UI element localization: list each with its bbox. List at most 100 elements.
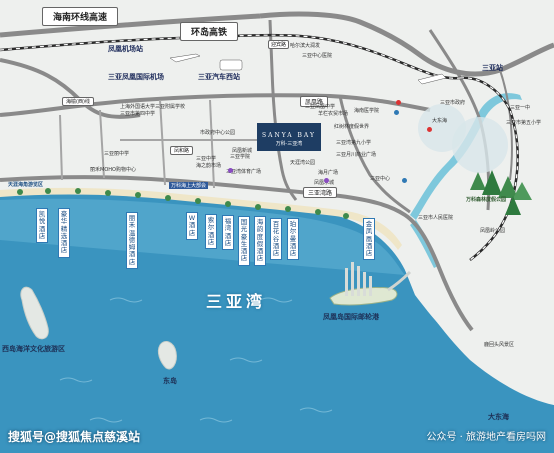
phoenix-road [0, 93, 431, 117]
tower [351, 262, 354, 296]
watermark-left: 搜狐号@搜狐焦点慈溪站 [8, 430, 141, 444]
beach [0, 187, 402, 250]
yingbin-road [338, 95, 411, 214]
palm-row [17, 188, 349, 219]
hill-tree [482, 170, 502, 195]
station-bus-west[interactable]: 三亚汽车西站 [198, 73, 240, 81]
poi-label: 三亚湾体育广场 [226, 169, 262, 175]
tag-project-nearby: 万科海上大部会 [169, 182, 209, 189]
poi-label: 三亚中学 [196, 156, 217, 162]
poi-label: 凤凰新城 [232, 148, 253, 154]
road-label-rail: 环岛高铁 [180, 22, 239, 41]
poi-label: 红树林度假世界 [334, 124, 370, 130]
poi-label: 海月广场 [318, 170, 339, 176]
hospital-dot-icon [394, 110, 399, 115]
hotel-label[interactable]: 海韵度假酒店 [254, 216, 266, 266]
poi-label: 羊栏农贸市场 [318, 111, 349, 117]
expressway [0, 13, 261, 38]
station-sanya[interactable]: 三亚站 [482, 64, 503, 72]
poi-label: 三亚中心 [370, 176, 391, 182]
poi-label: 三亚凤凰中学 [305, 104, 336, 110]
local-road [59, 114, 63, 181]
expressway-east [259, 11, 554, 77]
rail-dash [0, 34, 461, 79]
logo-line2: 万科·三亚湾 [275, 141, 303, 147]
west-island [20, 286, 49, 340]
poi-label: 三亚中心医院 [302, 53, 333, 59]
road-label-yingbin: 迎宾路 [268, 40, 290, 49]
poi-label: 三亚月川商业广场 [336, 152, 377, 158]
local-road [99, 109, 105, 179]
road-label-phoenix: 凤凰路 [300, 96, 329, 107]
east-road [499, 69, 513, 181]
hill-tree [498, 176, 518, 198]
road-label-west: 海榆(西)线 [62, 97, 94, 106]
poi-label: 凤凰水城 [314, 180, 335, 186]
poi-label: 三亚市人民医院 [418, 215, 454, 221]
poi-label: 鹿回头风景区 [484, 342, 515, 348]
mall-dot-icon [228, 168, 233, 173]
poi-label: 丽禾MOHO购物中心 [90, 167, 136, 173]
hotel-label[interactable]: 丽禾温德姆酒店 [126, 212, 138, 270]
bus-icon [219, 59, 243, 71]
hotel-label[interactable]: 珀尔曼酒店 [287, 218, 299, 261]
east-island [157, 341, 177, 370]
hotel-label[interactable]: 国光豪生酒店 [238, 216, 250, 266]
hospital-cross-icon [427, 127, 432, 132]
train-icon [417, 73, 447, 85]
hotel-label[interactable]: 豪华精选酒店 [58, 208, 70, 258]
hospital-area [418, 104, 466, 152]
poi-label: 三亚一中 [510, 105, 531, 111]
poi-label: 市政府中心公园 [200, 130, 236, 136]
poi-label: 天涯湾公园 [290, 160, 316, 166]
hotel-label[interactable]: 凯悦酒店 [36, 208, 48, 244]
forest-park[interactable]: 万科森林度假公园 [466, 197, 507, 203]
logo-line1: SANYA BAY [262, 132, 316, 139]
tower [369, 276, 372, 296]
poi-label: 海之韵市场 [196, 163, 222, 169]
poi-label: 海南医学院 [354, 108, 380, 114]
hotel-label[interactable]: W酒店 [186, 212, 198, 240]
road-label-expressway: 海南环线高速 [42, 7, 119, 26]
local-road [159, 99, 166, 186]
waves [59, 297, 333, 423]
vertical-road [268, 19, 298, 201]
hotel-label[interactable]: 福湾酒店 [222, 215, 234, 251]
sea-label-sanya-bay: 三亚湾 [206, 292, 267, 311]
poi-label: 三亚市第五小学 [506, 120, 542, 126]
poi-label: 上海外国语大学三亚附属学校 [120, 104, 186, 110]
sea [0, 190, 554, 453]
island-label-west: 西岛海洋文化旅游区 [2, 345, 65, 353]
hotel-label[interactable]: 百花谷酒店 [270, 218, 282, 261]
hill-tree [512, 182, 532, 200]
poi-label: 天涯海角游览区 [8, 182, 44, 188]
sea-label-dadonghai: 大东海 [488, 413, 509, 421]
poi-label: 三亚湾第九小学 [336, 140, 372, 146]
shoal [0, 198, 405, 275]
causeway [387, 270, 412, 292]
poi-label: 大东海 [432, 118, 448, 124]
tower [345, 268, 348, 296]
poi-label: 三亚市政府 [440, 100, 466, 106]
mall-dot-icon [324, 178, 329, 183]
forest-park-area [452, 117, 508, 173]
station-airport-rail[interactable]: 凤凰机场站 [108, 45, 143, 53]
hill-tree [470, 172, 486, 190]
airplane-icon [169, 53, 201, 63]
hotel-label[interactable]: 金凤凰酒店 [363, 218, 375, 261]
poi-label: 三亚市第四中学 [120, 111, 156, 117]
poi-label: 三亚学院 [230, 154, 251, 160]
tower [363, 272, 366, 296]
poi-label: 哈尔滨大润发 [290, 43, 321, 49]
hill-tree [505, 196, 521, 215]
rail-east [459, 76, 519, 261]
tower [357, 266, 360, 296]
station-airport[interactable]: 三亚凤凰国际机场 [108, 73, 164, 81]
river [410, 93, 522, 220]
hotel-label[interactable]: 索尔酒店 [205, 214, 217, 250]
hospital-cross-icon [396, 100, 401, 105]
school-dot-icon [402, 178, 407, 183]
project-logo[interactable]: SANYA BAY 万科·三亚湾 [257, 123, 321, 151]
